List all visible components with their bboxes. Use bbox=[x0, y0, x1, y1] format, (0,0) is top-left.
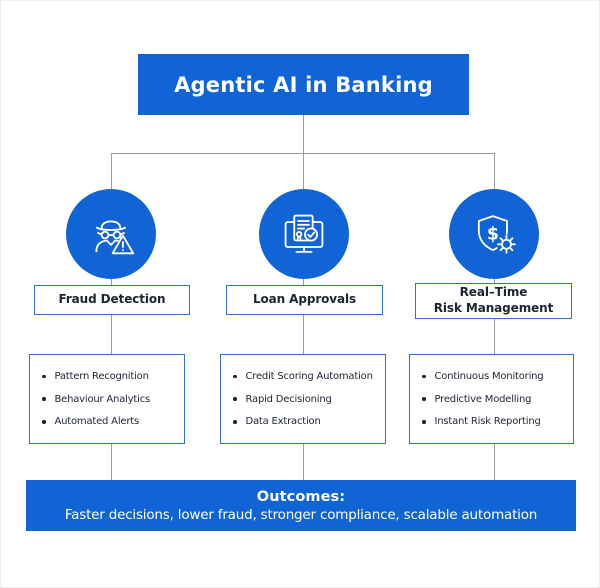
outcomes-banner: Outcomes: Faster decisions, lower fraud,… bbox=[26, 480, 576, 531]
connector-line bbox=[303, 115, 304, 153]
items-box-risk-management: Continuous Monitoring Predictive Modelli… bbox=[409, 354, 574, 444]
list-item: Predictive Modelling bbox=[422, 394, 569, 405]
bullet-dot bbox=[42, 397, 46, 401]
list-item-label: Behaviour Analytics bbox=[54, 393, 151, 405]
label-box-loan-approvals: Loan Approvals bbox=[226, 285, 383, 315]
list-item-label: Instant Risk Reporting bbox=[434, 416, 541, 428]
connector-line bbox=[111, 153, 112, 480]
list-item: Pattern Recognition bbox=[42, 371, 180, 382]
list-item: Credit Scoring Automation bbox=[233, 371, 381, 382]
fraud-detection-circle bbox=[66, 189, 156, 279]
outcomes-text: Faster decisions, lower fraud, stronger … bbox=[64, 506, 538, 523]
bullet-dot bbox=[42, 374, 46, 378]
list-item: Data Extraction bbox=[233, 416, 381, 427]
list-item-label: Data Extraction bbox=[245, 416, 321, 428]
list-item: Rapid Decisioning bbox=[233, 394, 381, 405]
bullet-dot bbox=[422, 420, 426, 424]
outcomes-heading: Outcomes: bbox=[256, 488, 346, 505]
items-box-fraud-detection: Pattern Recognition Behaviour Analytics … bbox=[29, 354, 185, 444]
svg-text:$: $ bbox=[487, 224, 499, 244]
items-box-loan-approvals: Credit Scoring Automation Rapid Decision… bbox=[220, 354, 386, 444]
list-item-label: Predictive Modelling bbox=[434, 393, 532, 405]
label-box-fraud-detection: Fraud Detection bbox=[34, 285, 190, 315]
list-item: Instant Risk Reporting bbox=[422, 416, 569, 427]
bullet-dot bbox=[233, 420, 237, 424]
branch-label: Loan Approvals bbox=[252, 292, 357, 307]
page-title: Agentic AI in Banking bbox=[174, 72, 433, 97]
label-box-risk-management: Real–Time Risk Management bbox=[415, 283, 572, 319]
risk-management-circle: $ bbox=[449, 189, 539, 279]
list-item-label: Continuous Monitoring bbox=[434, 370, 544, 382]
branch-label: Real–Time bbox=[459, 285, 528, 300]
title-banner: Agentic AI in Banking bbox=[138, 54, 469, 115]
bullet-dot bbox=[42, 420, 46, 424]
list-item: Continuous Monitoring bbox=[422, 371, 569, 382]
spy-fraud-warning-icon bbox=[95, 220, 135, 255]
list-item-label: Credit Scoring Automation bbox=[245, 370, 373, 382]
bullet-dot bbox=[233, 374, 237, 378]
connector-line bbox=[303, 153, 304, 480]
bullet-dot bbox=[233, 397, 237, 401]
list-item-label: Pattern Recognition bbox=[54, 370, 149, 382]
branch-label-line2: Risk Management bbox=[433, 301, 554, 315]
list-item-label: Rapid Decisioning bbox=[245, 393, 332, 405]
branch-label: Fraud Detection bbox=[58, 292, 166, 307]
list-item: Behaviour Analytics bbox=[42, 394, 180, 405]
monitor-document-approval-icon bbox=[284, 214, 324, 253]
list-item-label: Automated Alerts bbox=[54, 416, 140, 428]
bullet-dot bbox=[422, 397, 426, 401]
list-item: Automated Alerts bbox=[42, 416, 180, 427]
shield-dollar-gear-icon: $ bbox=[477, 215, 517, 255]
bullet-dot bbox=[422, 374, 426, 378]
loan-approvals-circle bbox=[259, 189, 349, 279]
